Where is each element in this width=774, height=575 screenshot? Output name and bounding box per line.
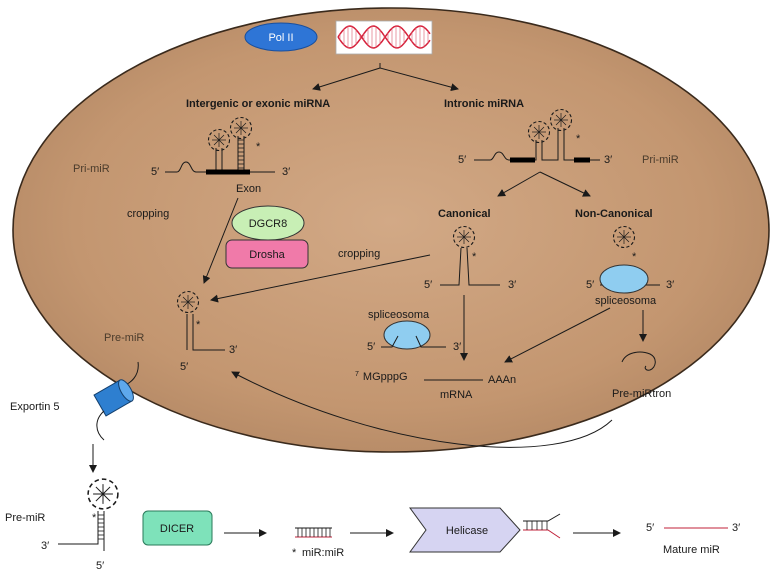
svg-text:5′: 5′ [646,522,654,534]
svg-text:5′: 5′ [151,166,159,178]
pol-ii-enzyme: Pol II [244,22,318,52]
svg-text:3′: 3′ [229,344,237,356]
arrow-splice-mrna [504,307,611,363]
mature-label: Mature miR [663,544,720,556]
svg-text:5′: 5′ [458,154,466,166]
pri-mir-intergenic: Pri-miR 5′ * 3′ Exon [73,116,290,195]
cropping-left-label: cropping [127,208,169,220]
canonical-label: Canonical [438,208,491,220]
svg-text:*: * [92,512,97,524]
exon-label: Exon [236,183,261,195]
arrow-mirtron-to-premir [231,371,613,448]
arrow-to-intergenic [312,67,381,91]
duplex-label: miR:miR [302,547,344,559]
svg-text:*: * [292,547,297,559]
mir-duplex: * miR:miR [292,527,344,559]
svg-text:5′: 5′ [586,279,594,291]
dicer-enzyme: DICER [142,510,213,546]
arrow-crop-left [202,197,239,284]
mrna-label: mRNA [440,389,473,401]
svg-text:3′: 3′ [666,279,674,291]
svg-text:*: * [196,319,201,331]
intronic-label: Intronic miRNA [444,98,524,110]
pre-mirtron: Pre-miRtron [612,351,671,400]
arrow-to-canonical [497,171,541,197]
arrow-to-noncanonical [539,171,591,197]
noncanonical-label: Non-Canonical [575,208,653,220]
helicase-enzyme: Helicase [409,507,521,553]
dicer-label: DICER [160,523,194,535]
svg-text:5′: 5′ [96,560,104,572]
polya-label: AAAn [488,374,516,386]
pre-mir-cytoplasm: * 3′ 5′ Pre-miR [5,478,119,572]
intergenic-label: Intergenic or exonic miRNA [186,98,330,110]
unwinding-duplex [523,513,561,539]
spliceosoma-right-label: spliceosoma [595,295,657,307]
svg-text:3′: 3′ [732,522,740,534]
svg-text:3′: 3′ [604,154,612,166]
svg-text:3′: 3′ [41,540,49,552]
mature-mir: 5′ 3′ Mature miR [646,522,740,556]
svg-text:5′: 5′ [424,279,432,291]
pol-ii-label: Pol II [268,32,293,44]
svg-text:*: * [256,141,261,153]
drosha-label: Drosha [249,249,285,261]
canonical-intermediate: * 5′ 3′ [424,225,516,291]
svg-text:*: * [632,251,637,263]
pre-mir-inside-label: Pre-miR [104,332,144,344]
arrow-to-intronic [379,67,459,92]
noncanonical-intermediate: * 5′ 3′ spliceosoma [586,225,674,307]
svg-text:3′: 3′ [453,341,461,353]
pri-mir-left-label: Pri-miR [73,163,110,175]
cropping-mid-label: cropping [338,248,380,260]
microprocessor-complex: DGCR8 Drosha [225,205,309,269]
cell-nucleus [12,7,770,453]
pri-mir-right-label: Pri-miR [642,154,679,166]
dna-helix-icon [335,20,433,55]
svg-text:5′: 5′ [367,341,375,353]
arrow-crop-canonical [210,254,431,303]
helicase-label: Helicase [446,525,488,537]
svg-text:5′: 5′ [180,361,188,373]
exportin-label: Exportin 5 [10,401,60,413]
svg-text:*: * [472,251,477,263]
spliceosoma-left-label: spliceosoma [368,309,430,321]
svg-text:*: * [576,133,581,145]
pre-mir-nuclear: * 3′ 5′ Pre-miR [104,290,237,373]
svg-text:3′: 3′ [282,166,290,178]
pre-mir-outside-label: Pre-miR [5,512,45,524]
exportin-5-channel: Exportin 5 [10,361,139,441]
pre-mirtron-label: Pre-miRtron [612,388,671,400]
pri-mir-intronic: 5′ * 3′ Pri-miR [458,108,679,166]
dgcr8-label: DGCR8 [249,218,288,230]
svg-text:3′: 3′ [508,279,516,291]
